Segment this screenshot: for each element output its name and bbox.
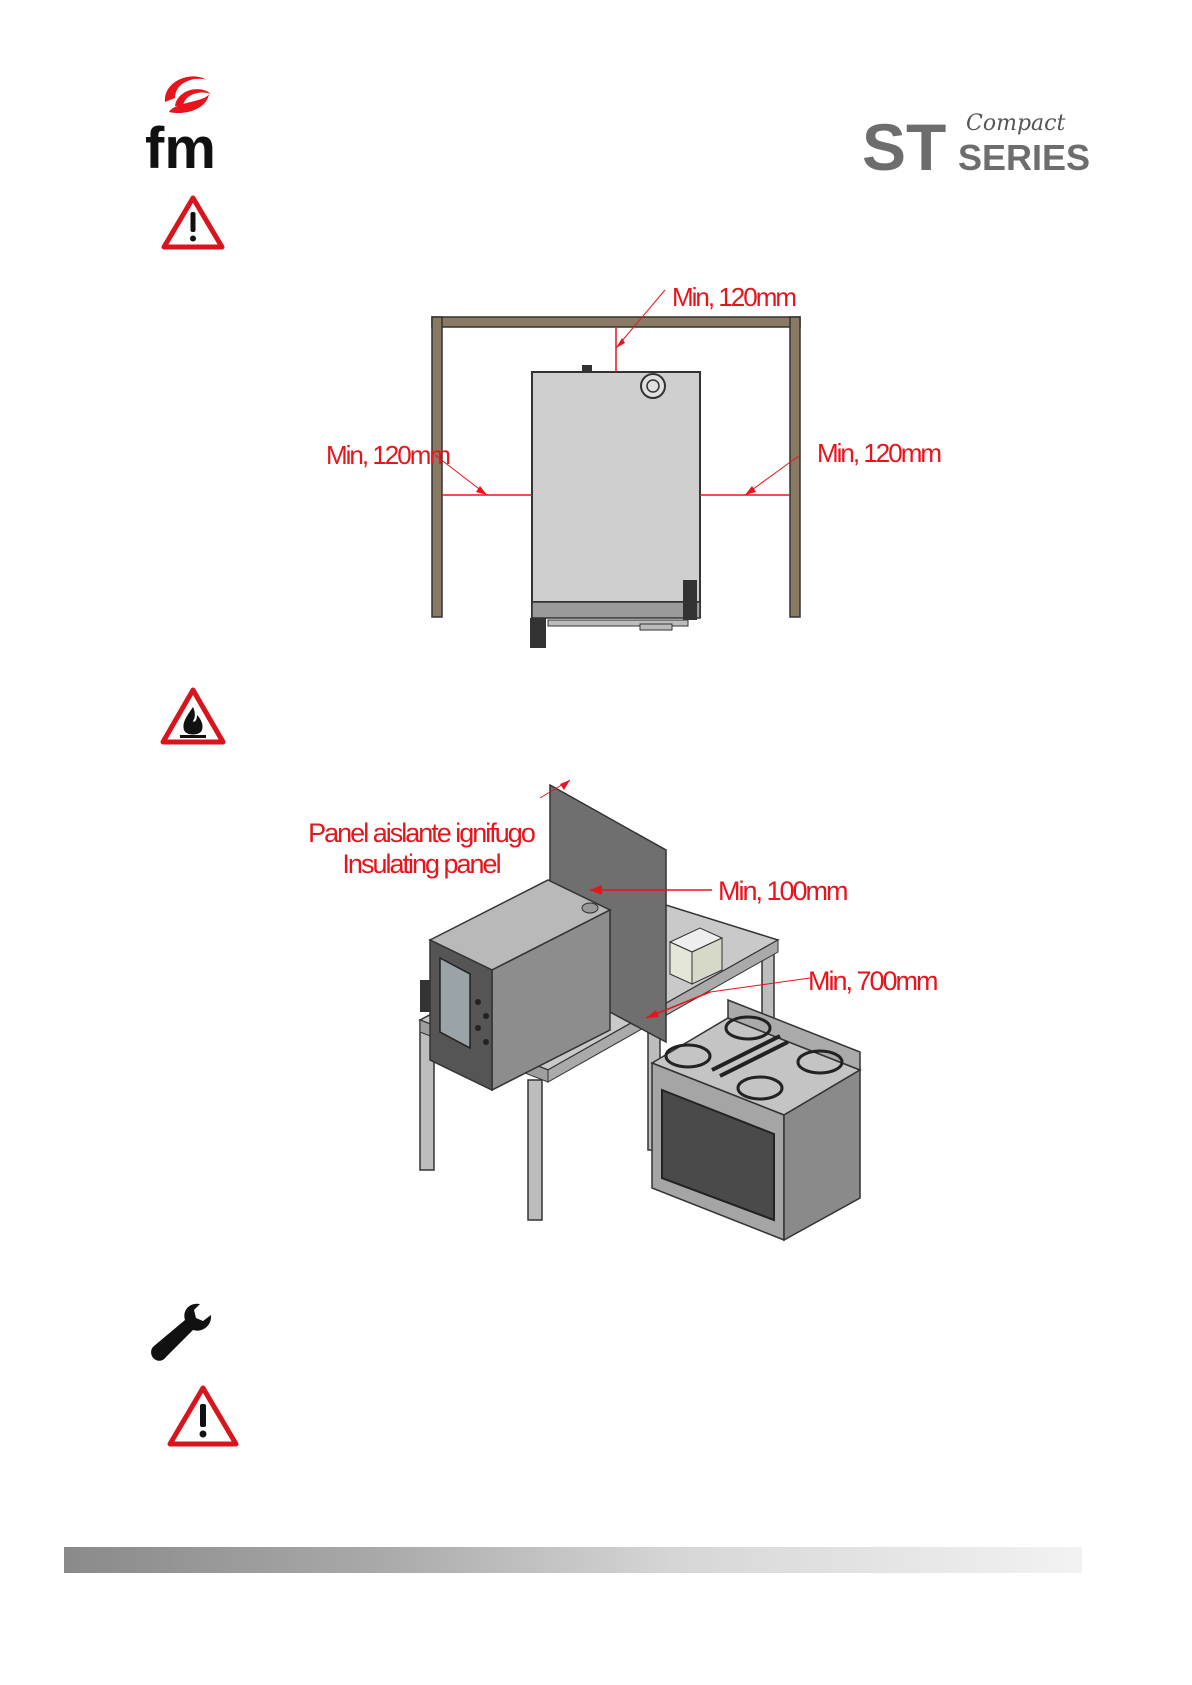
panel-label-es: Panel aislante ignifugo xyxy=(306,818,536,849)
st-logo-compact: Compact xyxy=(966,111,1065,136)
wrench-icon xyxy=(146,1300,218,1364)
dim-label-right: Min, 120mm xyxy=(817,438,940,469)
fm-logo-text: fm xyxy=(145,116,216,172)
st-logo-series: SERIES xyxy=(958,137,1090,174)
st-series-logo: ST SERIES Compact xyxy=(862,104,1102,174)
panel-label-en: Insulating panel xyxy=(306,849,536,880)
footer-bar xyxy=(64,1547,1082,1573)
st-logo-big: ST xyxy=(862,110,946,174)
fm-logo: fm xyxy=(145,72,235,172)
dim-label-left: Min, 120mm xyxy=(326,440,449,471)
dim-label-100: Min, 100mm xyxy=(718,876,847,907)
dim-label-700: Min, 700mm xyxy=(808,966,937,997)
dim-label-top: Min, 120mm xyxy=(672,282,795,313)
warning-triangle-icon xyxy=(166,1385,240,1447)
flammable-warning-icon xyxy=(160,687,226,745)
warning-triangle-icon xyxy=(161,195,225,250)
figure-clearance-top-view xyxy=(320,280,920,670)
